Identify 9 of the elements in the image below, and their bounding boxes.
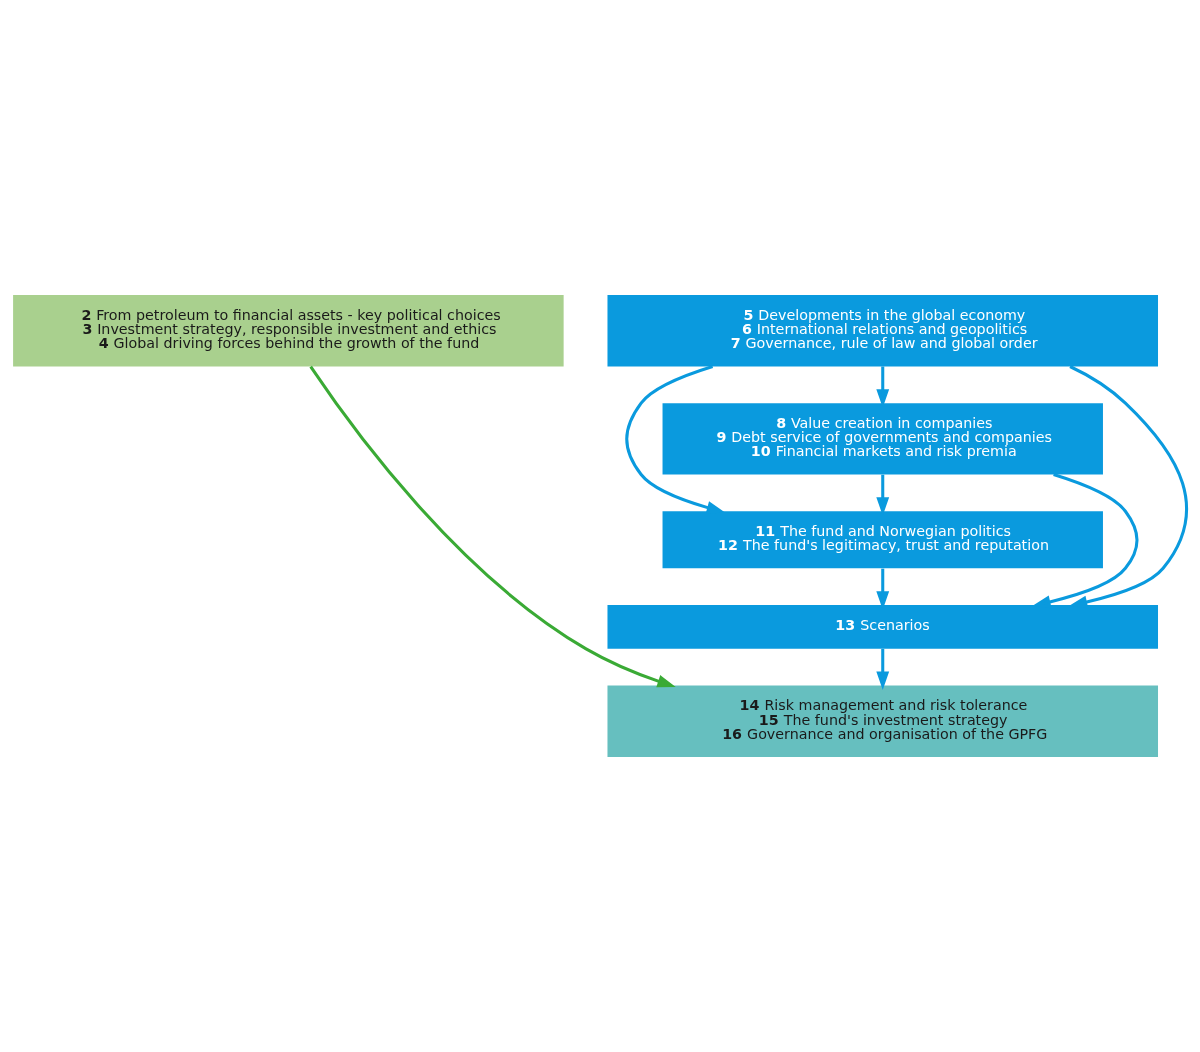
node-box: 14 Risk management and risk tolerance 15 The fund's investment strategy 16 Governance and organisation of the GPFG xyxy=(607,685,1158,757)
node-box: 13 Scenarios xyxy=(607,605,1158,649)
node-box: 11 The fund and Norwegian politics 12 The fund's legitimacy, trust and reputation xyxy=(662,511,1103,569)
node-box: 2 From petroleum to financial assets - key political choices 3 Investment strategy, responsible investment and ethics 4 Global driving forces behind the growth of the fund xyxy=(13,295,564,367)
arrow xyxy=(309,365,676,688)
node-box: 8 Value creation in companies 9 Debt service of governments and companies 10 Financial markets and risk premia xyxy=(662,403,1103,475)
node-box: 5 Developments in the global economy 6 International relations and geopolitics 7 Governance, rule of law and global order xyxy=(607,295,1158,367)
arrow xyxy=(625,365,726,514)
arrow xyxy=(876,648,890,690)
